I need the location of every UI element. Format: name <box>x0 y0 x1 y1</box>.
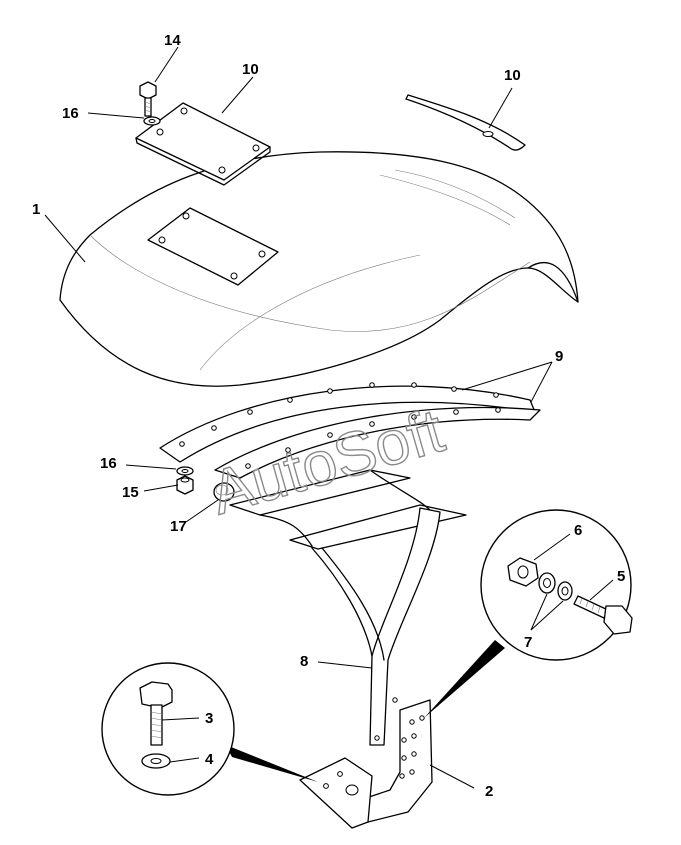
plug-17 <box>213 482 235 502</box>
strip-holes <box>179 382 501 469</box>
callout-9: 9 <box>555 348 563 365</box>
washer-7a <box>538 572 556 594</box>
foot-bracket-holes <box>399 715 425 779</box>
callout-16-lower: 16 <box>100 455 117 472</box>
callout-1: 1 <box>32 201 40 218</box>
foot-bracket-2 <box>299 699 433 829</box>
support-strips <box>159 382 541 479</box>
callout-17: 17 <box>170 518 187 535</box>
washer-16-lower <box>176 466 194 476</box>
detail-circle-left <box>101 662 318 796</box>
nut-15 <box>176 475 194 495</box>
callout-7: 7 <box>524 634 532 651</box>
nut-6 <box>507 557 539 587</box>
callout-4: 4 <box>205 751 214 768</box>
leader-lines <box>44 46 614 789</box>
bolt-14 <box>139 81 157 117</box>
washer-4 <box>141 753 171 769</box>
bracket-frame-8 <box>229 469 467 746</box>
mounting-strip-right <box>405 94 526 151</box>
callout-8: 8 <box>300 653 308 670</box>
callout-3: 3 <box>205 710 213 727</box>
mounting-plate-left <box>135 102 271 186</box>
callout-15: 15 <box>122 484 139 501</box>
washer-16-top <box>143 116 161 126</box>
bolt-5 <box>573 595 633 635</box>
fender-shell <box>59 151 579 387</box>
callout-6: 6 <box>574 522 582 539</box>
callout-10-left: 10 <box>242 61 259 78</box>
bolt-3 <box>139 681 173 746</box>
washer-7b <box>557 581 573 601</box>
callout-16-top: 16 <box>62 105 79 122</box>
detail-circle-right <box>424 509 633 718</box>
callout-labels: 1 2 3 4 5 6 7 8 9 10 10 14 15 16 16 17 <box>32 32 625 800</box>
callout-10-right: 10 <box>504 67 521 84</box>
callout-5: 5 <box>617 568 625 585</box>
callout-2: 2 <box>485 783 493 800</box>
callout-14: 14 <box>164 32 181 49</box>
